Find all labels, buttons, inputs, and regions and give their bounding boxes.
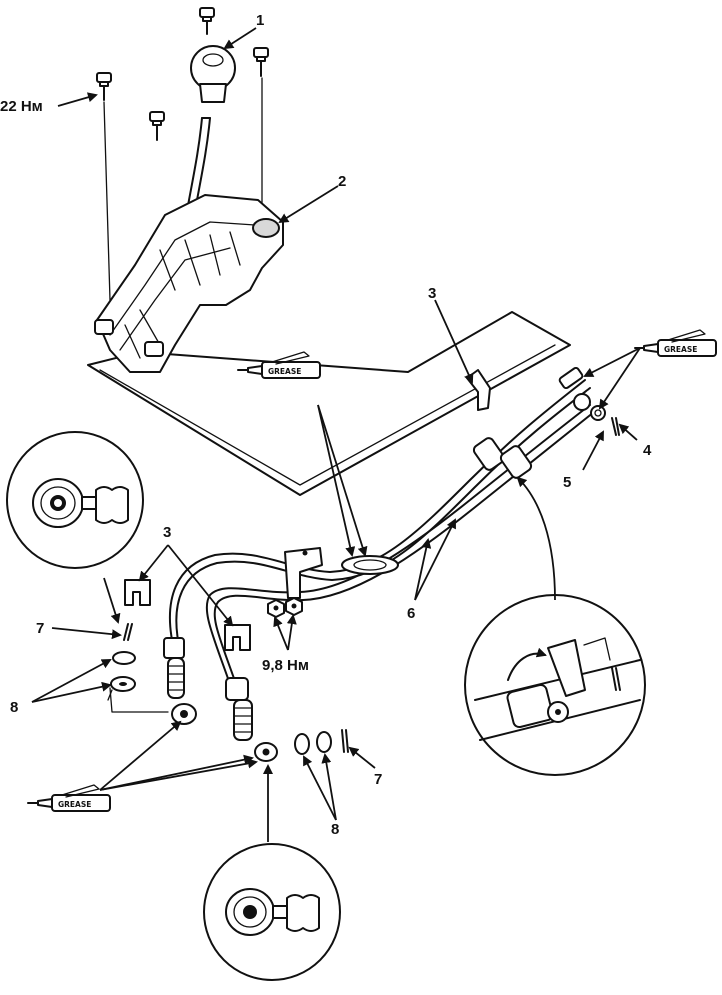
callout-8-bottom: 8	[331, 821, 339, 838]
cable-adjuster-upper	[472, 437, 533, 479]
cable-end-lower-left	[163, 637, 197, 725]
callout-2: 2	[338, 173, 346, 190]
callout-1: 1	[256, 12, 264, 29]
svg-text:GREASE: GREASE	[268, 367, 301, 376]
torque-22: 22 Нм	[0, 98, 43, 115]
clip-left-b	[224, 624, 251, 651]
torque-9-8: 9,8 Нм	[262, 657, 309, 674]
callout-8-left: 8	[10, 699, 18, 716]
callout-6: 6	[407, 605, 415, 622]
svg-text:GREASE: GREASE	[58, 800, 91, 809]
washer-right-a	[294, 733, 310, 755]
callout-7-right: 7	[374, 771, 382, 788]
shifter-housing	[94, 194, 284, 373]
pin-left	[123, 623, 133, 641]
cable-bracket	[284, 547, 323, 599]
nut-right	[285, 597, 303, 616]
callout-5: 5	[563, 474, 571, 491]
cotter-pin-upper	[611, 417, 617, 436]
bolt-left	[96, 72, 112, 101]
grease-tube-middle: GREASE	[237, 351, 321, 379]
clip-top	[466, 369, 491, 411]
cable-grommet	[341, 555, 399, 575]
nut-left	[267, 599, 285, 618]
detail-circle-bottom	[203, 843, 341, 981]
pin-right	[341, 729, 349, 753]
callout-7-left: 7	[36, 620, 44, 637]
bolt-middle	[149, 111, 165, 141]
shift-knob	[190, 45, 236, 103]
bolt-guide-left	[103, 101, 111, 301]
clip-left-a	[124, 579, 151, 606]
bolt-right	[253, 47, 269, 77]
callout-4: 4	[643, 442, 652, 459]
bolt-top-knob	[199, 7, 215, 35]
svg-text:GREASE: GREASE	[664, 345, 697, 354]
grease-tube-bottom-left: GREASE	[27, 784, 111, 812]
detail-circle-right	[464, 594, 646, 776]
callout-3-left: 3	[163, 524, 171, 541]
washer-left-a	[112, 651, 136, 665]
detail-circle-top-left	[6, 431, 144, 569]
callout-3-top: 3	[428, 285, 436, 302]
grease-tube-top-right: GREASE	[634, 329, 717, 357]
washer-right-b	[316, 731, 332, 753]
cable-end-lower-mid	[225, 677, 278, 762]
